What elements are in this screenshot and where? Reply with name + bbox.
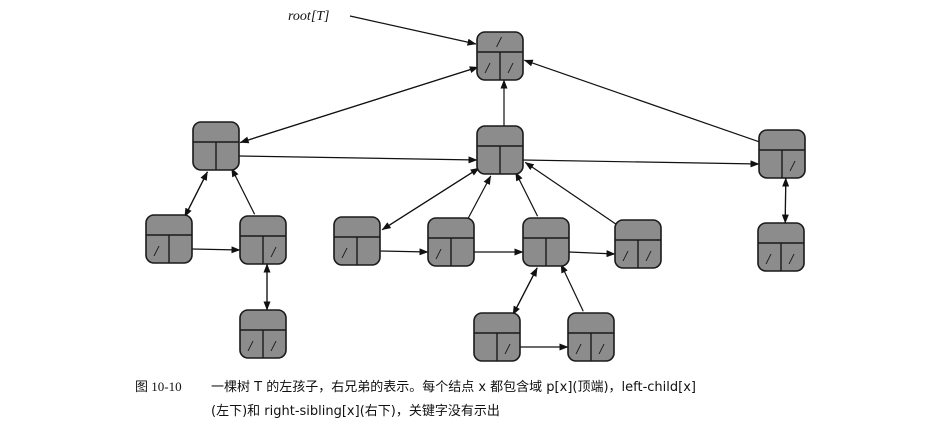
parent-pointer-b1-to-b	[381, 167, 480, 231]
tree-node-b3	[522, 217, 570, 267]
null-right-sibling-marker: /	[790, 159, 797, 173]
right-sibling-pointer-b1-to-b2	[379, 248, 429, 256]
tree-node-b1: /	[333, 216, 381, 266]
tree-node-a	[192, 121, 240, 171]
caption-line-2: (左下)和 right-sibling[x](右下)，关键字没有示出	[211, 404, 500, 419]
tree-node-root: / / /	[476, 31, 524, 81]
root-pointer-arrow	[349, 15, 477, 46]
figure-number: 图 10-10	[135, 379, 182, 394]
tree-node-b3c2: //	[567, 312, 615, 362]
left-child-pointer-root-to-a	[239, 66, 479, 144]
null-left-child-marker: /	[485, 61, 492, 75]
null-left-child-marker: /	[342, 246, 349, 260]
right-sibling-pointer-b3-to-b4	[568, 250, 616, 258]
null-right-sibling-marker: /	[505, 342, 512, 356]
caption-line-1: 图 10-10 一棵树 T 的左孩子，右兄弟的表示。每个结点 x 都包含域 p[x…	[135, 375, 915, 400]
nodes-layer: /////////////////	[145, 31, 806, 362]
tree-node-a1: /	[145, 214, 193, 264]
right-sibling-pointer-b-to-c	[522, 159, 760, 168]
tree-node-b3c1: /	[473, 312, 521, 362]
null-left-child-marker: /	[436, 247, 443, 261]
tree-node-c1: //	[757, 222, 805, 272]
edges-layer	[184, 59, 790, 351]
tree-node-a2c: //	[239, 309, 287, 359]
parent-pointer-b3-to-b	[515, 171, 539, 217]
parent-pointer-c-to-root	[523, 59, 761, 143]
parent-pointer-b3c1-to-b3	[512, 267, 538, 316]
null-left-child-marker: /	[623, 249, 630, 263]
tree-node-b2: /	[427, 217, 475, 267]
root-pointer-label: root[T]	[288, 9, 330, 24]
tree-node-a2: /	[239, 215, 287, 265]
null-left-child-marker: /	[576, 342, 583, 356]
null-left-child-marker: /	[154, 244, 161, 258]
null-right-sibling-marker: /	[271, 339, 278, 353]
null-right-sibling-marker: /	[599, 342, 606, 356]
right-sibling-pointer-a-to-b	[238, 155, 478, 164]
null-left-child-marker: /	[766, 252, 773, 266]
parent-pointer-b4-to-b	[524, 161, 618, 226]
null-left-child-marker: /	[248, 339, 255, 353]
tree-node-c: /	[758, 129, 806, 179]
null-right-sibling-marker: /	[271, 245, 278, 259]
parent-pointer-a1-to-a	[184, 171, 208, 218]
parent-pointer-b2-to-b	[466, 175, 492, 221]
parent-pointer-b3c2-to-b3	[560, 263, 584, 312]
null-right-sibling-marker: /	[508, 61, 515, 75]
null-right-sibling-marker: /	[789, 252, 796, 266]
parent-pointer-a2-to-a	[231, 167, 256, 215]
tree-node-b	[476, 125, 524, 175]
null-parent-marker: /	[496, 35, 503, 49]
right-sibling-pointer-a1-to-a2	[191, 246, 241, 254]
figure-caption: 图 10-10 一棵树 T 的左孩子，右兄弟的表示。每个结点 x 都包含域 p[x…	[135, 375, 915, 424]
caption-text-1: 一棵树 T 的左孩子，右兄弟的表示。每个结点 x 都包含域 p[x](顶端)，l…	[211, 380, 696, 395]
null-right-sibling-marker: /	[646, 249, 653, 263]
tree-node-b4: //	[614, 219, 662, 269]
